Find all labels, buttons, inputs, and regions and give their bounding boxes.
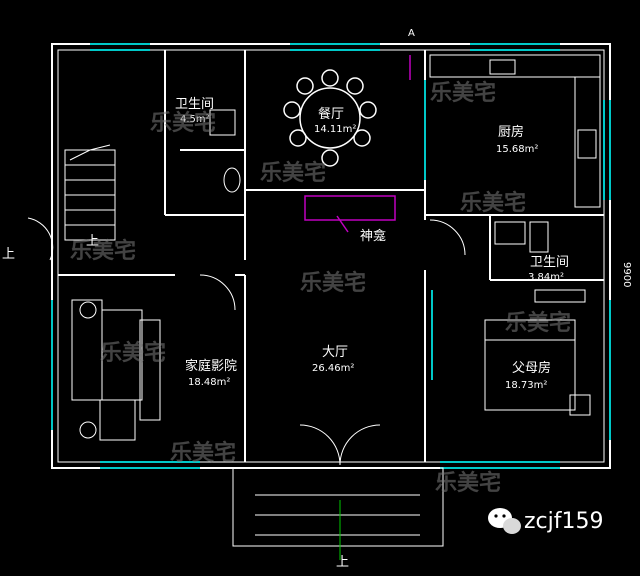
kitchen-area: 15.68m² xyxy=(496,144,538,155)
bed xyxy=(484,319,591,416)
bath1-name: 卫生间 xyxy=(175,97,214,112)
parents-area: 18.73m² xyxy=(505,380,547,391)
watermark-5: 乐美宅 xyxy=(70,238,136,264)
dining-name: 餐厅 xyxy=(318,106,344,122)
watermark-6: 乐美宅 xyxy=(300,270,366,296)
bath2-name: 卫生间 xyxy=(530,255,569,270)
wechat-icon xyxy=(488,508,521,534)
doors xyxy=(27,217,466,466)
kitchen-counters xyxy=(429,54,601,208)
living-name: 大厅 xyxy=(322,345,348,360)
bath1-area: 4.5m² xyxy=(180,114,210,125)
theater-sofa xyxy=(71,299,161,441)
shrine-name: 神龛 xyxy=(360,229,386,244)
stair-up-marker: 上 xyxy=(86,234,99,249)
staircase xyxy=(64,144,116,241)
bath2-area: 3.84m² xyxy=(528,272,564,283)
shrine-cabinet xyxy=(304,55,411,233)
left-up-marker: 上 xyxy=(2,247,15,262)
watermark-2: 乐美宅 xyxy=(430,80,496,106)
watermark-4: 乐美宅 xyxy=(460,190,526,216)
theater-name: 家庭影院 xyxy=(185,358,237,374)
entry-up-marker: 上 xyxy=(336,555,349,570)
living-area: 26.46m² xyxy=(312,363,354,374)
watermark-10: 乐美宅 xyxy=(435,470,501,496)
watermark-3: 乐美宅 xyxy=(260,160,326,186)
dimension-9900: 9900 xyxy=(621,262,632,287)
dining-table xyxy=(283,69,377,167)
logo-text: zcjf159 xyxy=(524,509,604,534)
dining-area: 14.11m² xyxy=(314,124,356,135)
parents-name: 父母房 xyxy=(512,360,551,376)
watermark-9: 乐美宅 xyxy=(170,440,236,466)
section-marker: A xyxy=(408,28,415,39)
windows xyxy=(51,43,611,469)
kitchen-name: 厨房 xyxy=(498,124,524,140)
theater-area: 18.48m² xyxy=(188,377,230,388)
bathroom-fixtures xyxy=(209,109,586,303)
watermark-8: 乐美宅 xyxy=(100,340,166,366)
watermark-1: 乐美宅 xyxy=(150,110,216,136)
watermark-7: 乐美宅 xyxy=(505,310,571,336)
entrance-steps xyxy=(232,467,444,560)
